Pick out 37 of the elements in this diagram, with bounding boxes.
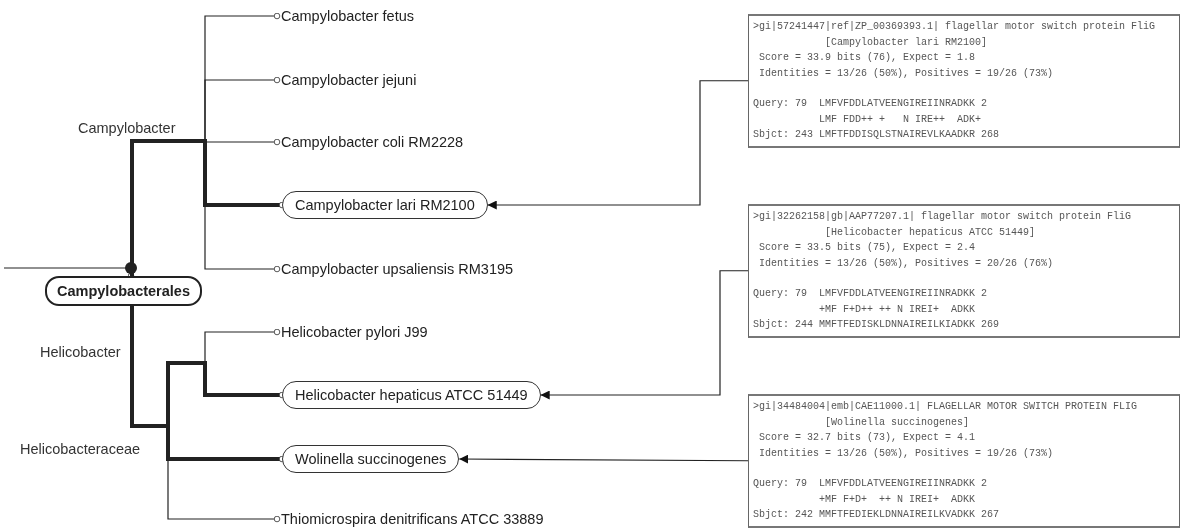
taxon-label: Helicobacter pylori J99 bbox=[277, 323, 432, 341]
score-line: Score = 33.5 bits (75), Expect = 2.4 bbox=[758, 241, 977, 255]
alignment-box bbox=[748, 14, 1180, 148]
arrow bbox=[487, 80, 749, 210]
alignment-box bbox=[748, 204, 1180, 338]
clade-label: Campylobacter bbox=[78, 120, 176, 136]
taxon-label: Campylobacter upsaliensis RM3195 bbox=[277, 260, 518, 278]
score-line: Score = 33.9 bits (76), Expect = 1.8 bbox=[758, 51, 977, 65]
sequence-header: >gi|57241447|ref|ZP_00369393.1| flagellar motor switch protein FliG [Campylobacter lari RM2100] bbox=[753, 20, 1157, 50]
highlighted-taxon: Campylobacter lari RM2100 bbox=[282, 191, 488, 219]
query-line: Query: 79 LMFVFDDLATVEENGIREIINRADKK 2 bbox=[753, 477, 989, 491]
identities-line: Identities = 13/26 (50%), Positives = 20/26 (76%) bbox=[758, 256, 1055, 271]
subject-line: Sbjct: 242 MMFTFEDIEKLDNNAIREILKVADKK 267 bbox=[753, 508, 1001, 522]
match-line: LMF FDD++ + N IRE++ ADK+ bbox=[818, 112, 983, 127]
identities-line: Identities = 13/26 (50%), Positives = 19/26 (73%) bbox=[758, 446, 1055, 461]
sequence-header: >gi|32262158|gb|AAP77207.1| flagellar motor switch protein FliG [Helicobacter hepaticus ATCC 51449] bbox=[753, 210, 1133, 240]
subject-line: Sbjct: 243 LMFTFDDISQLSTNAIREVLKAADKR 268 bbox=[753, 128, 1001, 142]
order-box: Campylobacterales bbox=[45, 276, 202, 306]
match-line: +MF F+D+ ++ N IREI+ ADKK bbox=[818, 492, 977, 507]
clade-label: Helicobacter bbox=[40, 344, 121, 360]
taxon-label: Campylobacter coli RM2228 bbox=[277, 133, 468, 151]
subject-line: Sbjct: 244 MMFTFEDISKLDNNAIREILKIADKK 269 bbox=[753, 318, 1001, 332]
arrow bbox=[540, 270, 749, 400]
clade-label: Helicobacteraceae bbox=[20, 441, 141, 457]
identities-line: Identities = 13/26 (50%), Positives = 19/26 (73%) bbox=[758, 66, 1055, 81]
taxon-label: Campylobacter jejuni bbox=[277, 71, 421, 89]
highlighted-taxon: Wolinella succinogenes bbox=[282, 445, 460, 473]
query-line: Query: 79 LMFVFDDLATVEENGIREIINRADKK 2 bbox=[753, 97, 989, 111]
highlighted-taxon: Helicobacter hepaticus ATCC 51449 bbox=[282, 381, 541, 409]
sequence-header: >gi|34484004|emb|CAE11000.1| FLAGELLAR MOTOR SWITCH PROTEIN FLIG [Wolinella succinogenes] bbox=[753, 400, 1139, 430]
taxon-label: Campylobacter fetus bbox=[277, 7, 418, 25]
match-line: +MF F+D++ ++ N IREI+ ADKK bbox=[818, 302, 977, 317]
arrow bbox=[458, 454, 749, 464]
score-line: Score = 32.7 bits (73), Expect = 4.1 bbox=[758, 431, 977, 445]
alignment-box bbox=[748, 394, 1180, 528]
query-line: Query: 79 LMFVFDDLATVEENGIREIINRADKK 2 bbox=[753, 287, 989, 301]
taxon-label: Thiomicrospira denitrificans ATCC 33889 bbox=[277, 510, 548, 528]
